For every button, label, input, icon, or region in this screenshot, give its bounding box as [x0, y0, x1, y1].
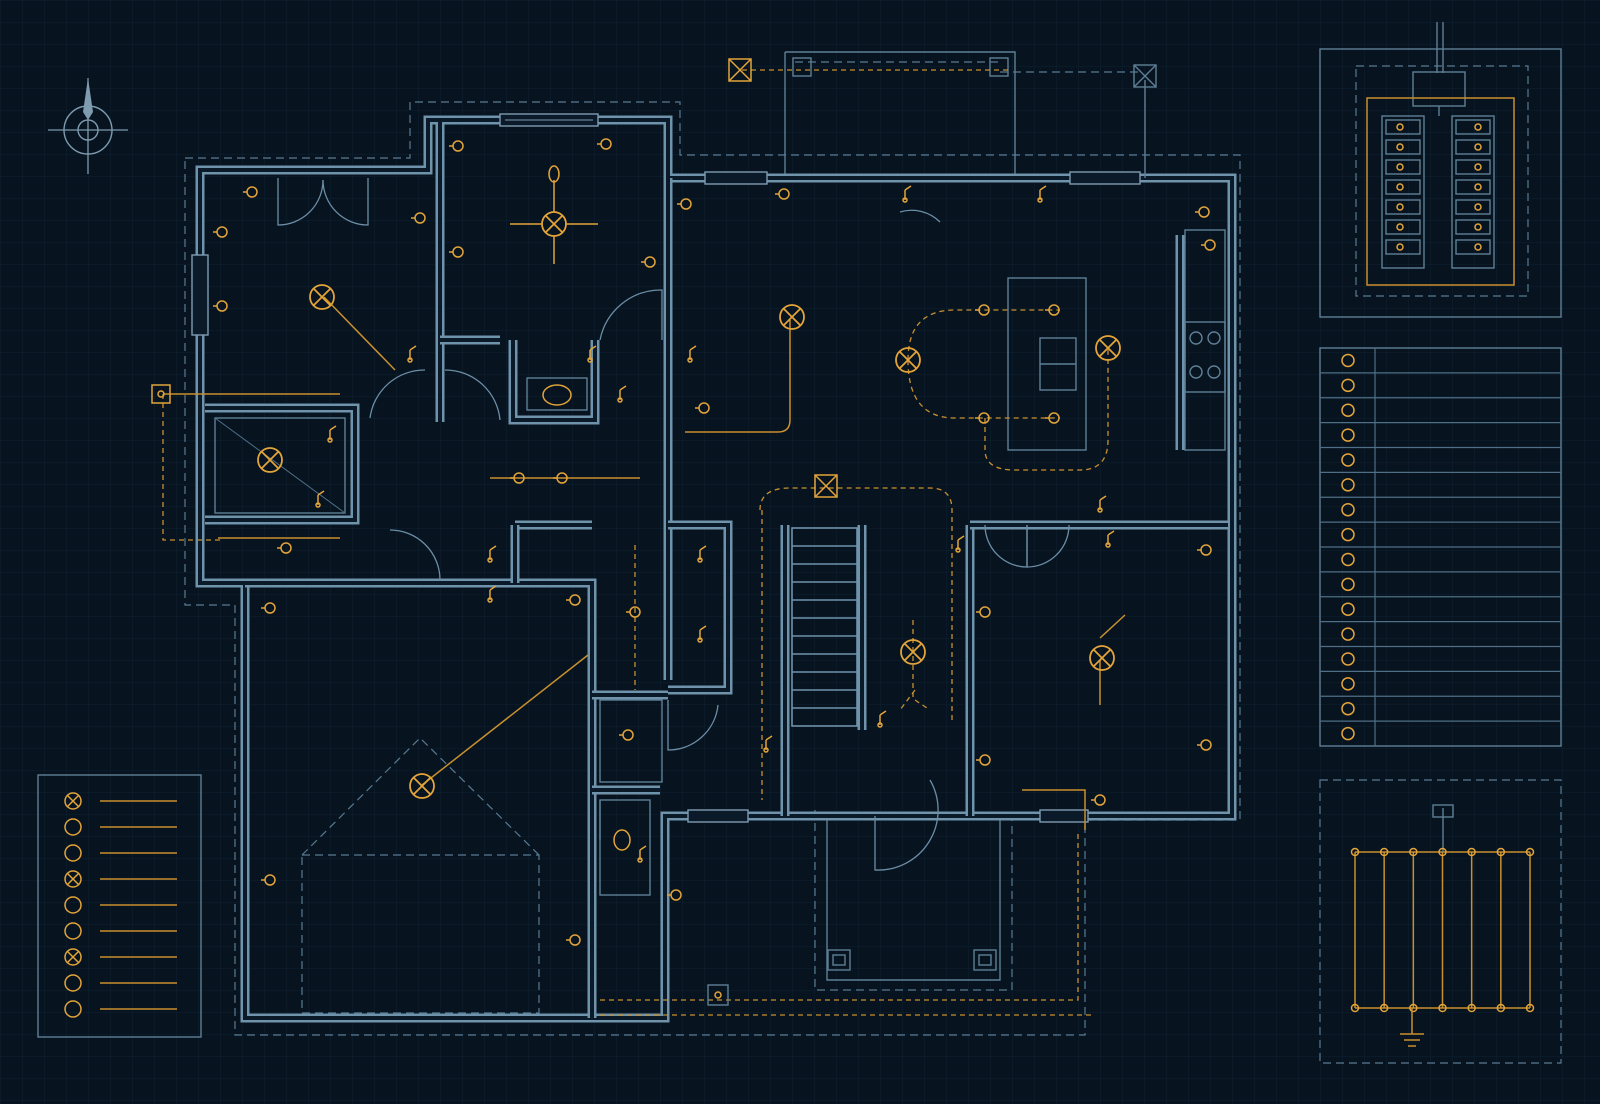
legend-symbol-icon: [64, 870, 82, 888]
legend-row: [64, 896, 177, 914]
breaker-panel-icon: [1366, 97, 1515, 286]
legend-symbol-icon: [64, 922, 82, 940]
north-arrow-icon: [48, 78, 128, 174]
breaker-slot: [1385, 159, 1421, 175]
breaker-slot: [1455, 219, 1491, 235]
schedule-symbol-icon: [1341, 602, 1355, 616]
breaker-slot: [1385, 199, 1421, 215]
legend-symbol-icon: [64, 974, 82, 992]
schedule-symbol-icon: [1341, 552, 1355, 567]
schedule-symbol-icon: [1341, 353, 1355, 368]
ground-icon: [1400, 1008, 1424, 1047]
legend-row: [64, 1000, 177, 1018]
breaker-panel-detail: [1319, 22, 1562, 318]
schedule-symbol-icon: [1341, 652, 1355, 666]
legend-row: [64, 818, 177, 836]
kitchen-island: [1007, 277, 1087, 451]
breaker-slot: [1455, 159, 1491, 175]
junction-boxes: [151, 58, 1157, 1006]
breaker-slot: [1385, 139, 1421, 155]
breaker-slot: [1385, 179, 1421, 195]
legend-symbol-icon: [64, 792, 82, 810]
legend-row: [64, 844, 177, 862]
schedule-symbol-icon: [1341, 478, 1355, 492]
legend-row: [64, 870, 177, 888]
staircase: [791, 527, 858, 727]
schedule-symbol-icon: [1341, 627, 1355, 641]
schedule-symbol-icon: [1341, 453, 1355, 467]
breaker-slot: [1385, 119, 1421, 135]
legend-symbol-icon: [64, 896, 82, 914]
legend-row: [64, 974, 177, 992]
schedule-symbol-icon: [1341, 378, 1355, 393]
legend-row: [64, 948, 177, 966]
legend-row: [64, 792, 177, 810]
kitchen-counter: [1184, 229, 1226, 451]
breaker-slot: [1455, 179, 1491, 195]
riser-feed-icon: [1432, 804, 1454, 818]
windows: [191, 113, 1141, 823]
schedule-symbol-icon: [1341, 701, 1355, 716]
doors: [277, 178, 1070, 871]
panel-schedule: [1319, 347, 1562, 747]
breaker-slot: [1455, 119, 1491, 135]
garage-outline: [301, 737, 540, 1014]
breaker-slot: [1385, 239, 1421, 255]
schedule-symbol-icon: [1341, 403, 1355, 417]
legend-symbol-icon: [64, 948, 82, 966]
legend-symbol-icon: [64, 1000, 82, 1018]
schedule-symbol-icon: [1341, 428, 1355, 442]
ceiling-fan-icon: [510, 165, 598, 264]
legend-symbol-icon: [64, 844, 82, 862]
porch-columns: [792, 57, 1009, 971]
interior-walls: [205, 122, 1228, 1018]
legend-symbol-icon: [64, 818, 82, 836]
legend-row: [64, 922, 177, 940]
schedule-symbol-icon: [1341, 527, 1355, 542]
schedule-symbol-icon: [1341, 502, 1355, 517]
schedule-symbol-icon: [1341, 677, 1355, 691]
breaker-slot: [1455, 239, 1491, 255]
riser-diagram: [1319, 779, 1562, 1064]
symbol-legend-left: [37, 774, 202, 1038]
schedule-symbol-icon: [1341, 577, 1355, 592]
breaker-slot: [1385, 219, 1421, 235]
overhang-outline: [184, 51, 1241, 1036]
breaker-slot: [1455, 199, 1491, 215]
breaker-slot: [1455, 139, 1491, 155]
schedule-symbol-icon: [1341, 726, 1355, 741]
